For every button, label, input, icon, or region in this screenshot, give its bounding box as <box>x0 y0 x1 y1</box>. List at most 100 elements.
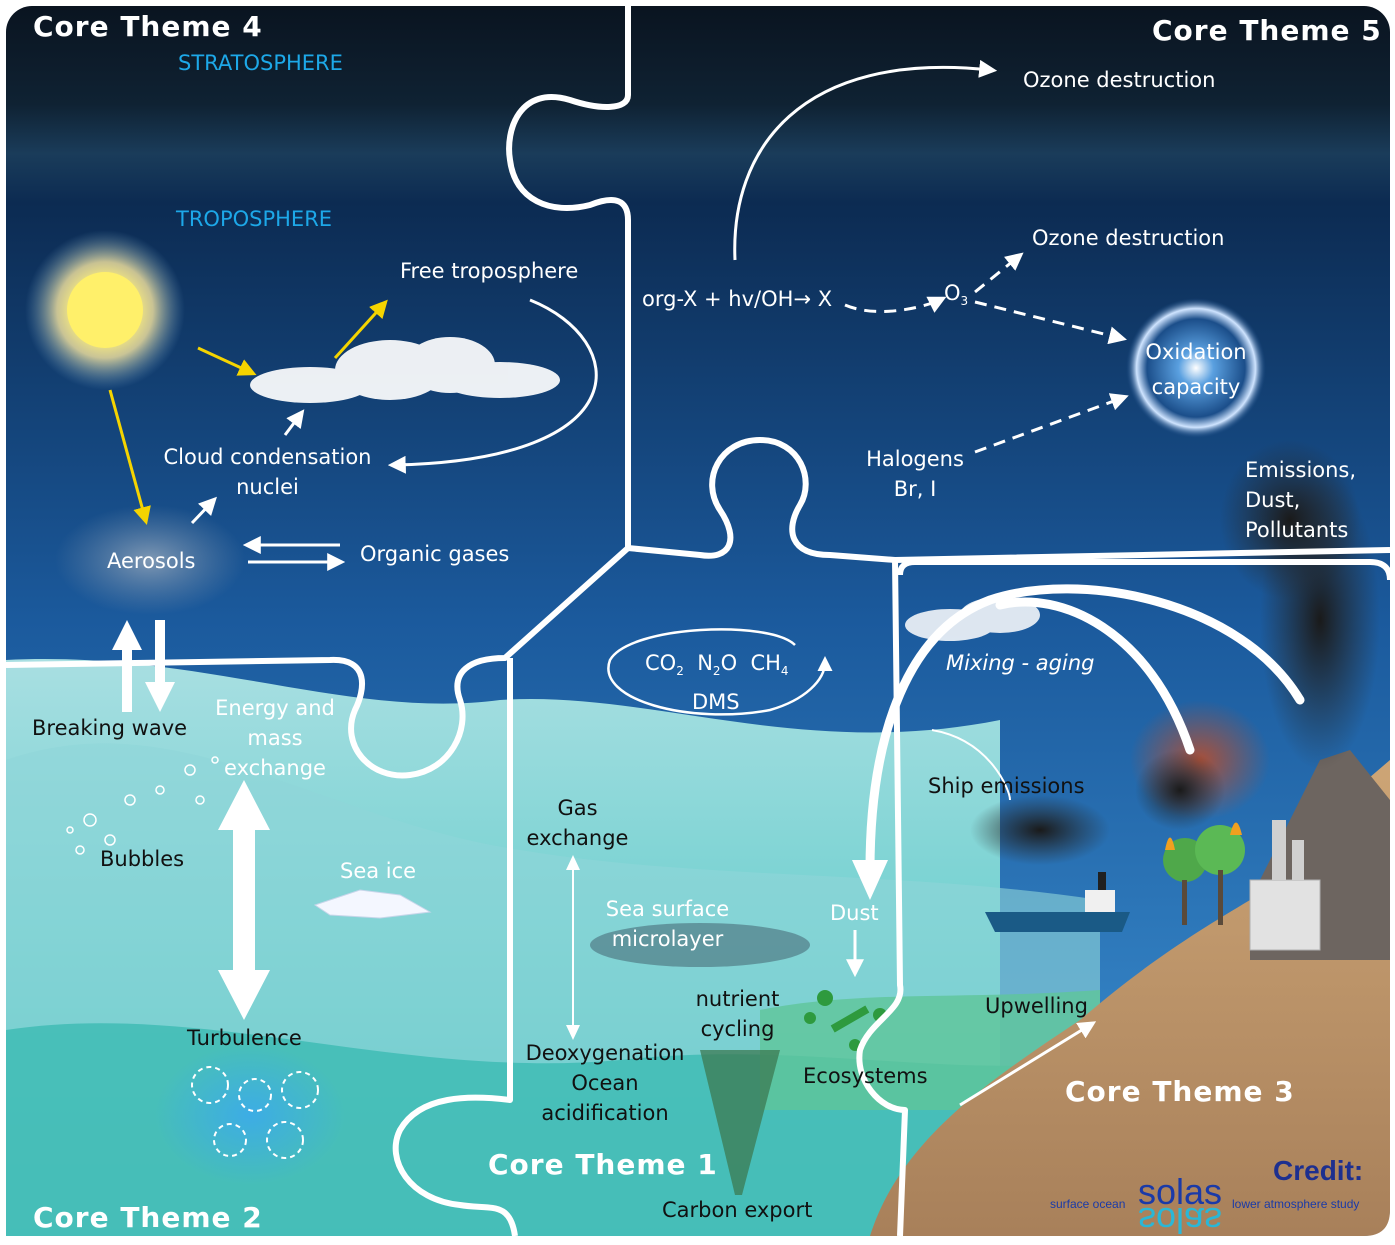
stratosphere-label: STRATOSPHERE <box>178 51 343 75</box>
energy-exchange-label: Energy and mass exchange <box>205 693 345 783</box>
chimney-2 <box>1292 840 1304 880</box>
oxidation-capacity-label: Oxidation capacity <box>1126 335 1266 405</box>
o3-label: O3 <box>944 278 968 316</box>
energy-line-3: exchange <box>224 756 326 780</box>
mixing-aging-label: Mixing - aging <box>946 651 1095 675</box>
troposphere-label: TROPOSPHERE <box>176 207 333 231</box>
turbulence-swirls <box>191 1066 319 1159</box>
microlayer-line-1: Sea surface <box>605 897 730 921</box>
core-theme-3-label: Core Theme 3 <box>1065 1075 1295 1108</box>
credit-title: Credit: <box>1273 1155 1364 1186</box>
nutrient-cycling-label: nutrient cycling <box>690 984 785 1044</box>
emissions-line-1: Emissions, <box>1245 458 1357 482</box>
halogens-line-1: Halogens <box>866 447 964 471</box>
gases-formula-label: CO2 N2O CH4 <box>645 648 789 686</box>
dust-label: Dust <box>830 901 879 925</box>
core-theme-1-label: Core Theme 1 <box>488 1148 718 1181</box>
ship-deck <box>1085 890 1115 912</box>
co2-text: CO <box>645 651 677 675</box>
ch4-sub: 4 <box>780 664 789 679</box>
aerosols-label: Aerosols <box>107 549 196 573</box>
core-theme-2-label: Core Theme 2 <box>33 1201 263 1234</box>
turbulence-glow <box>155 1045 345 1185</box>
microlayer-line-2: microlayer <box>611 927 724 951</box>
emissions-line-3: Pollutants <box>1245 518 1349 542</box>
ccn-line-1: Cloud condensation <box>163 445 372 469</box>
cloud <box>250 337 560 403</box>
oxidation-glow <box>1126 298 1266 438</box>
down-arrow <box>145 620 175 712</box>
sun-rays <box>108 299 388 525</box>
nutrient-line-2: cycling <box>700 1017 775 1041</box>
n2o-text-a: N <box>697 651 713 675</box>
o3-main: O <box>944 281 961 305</box>
puzzle-outlines <box>5 6 1393 1237</box>
ozone-destruction-mid-label: Ozone destruction <box>1032 226 1225 250</box>
carbon-export-arrow <box>700 1050 780 1195</box>
gas-cycle <box>607 628 833 716</box>
microlayer-label: Sea surface microlayer <box>595 894 740 954</box>
plankton <box>804 990 887 1051</box>
sun-core <box>67 272 143 348</box>
land <box>870 760 1390 1236</box>
gas-exchange-line-1: Gas <box>557 796 598 820</box>
ccn-label: Cloud condensation nuclei <box>160 442 375 502</box>
ccn-line-2: nuclei <box>236 475 299 499</box>
deox-line-2: Ocean <box>571 1071 639 1095</box>
tree-trunk-2 <box>1218 870 1223 925</box>
tree-trunk-1 <box>1182 880 1187 925</box>
sea-ice <box>313 889 432 919</box>
ch4-text: CH <box>750 651 781 675</box>
factory <box>1249 879 1321 951</box>
co2-sub: 2 <box>676 664 684 679</box>
org-x-label: org-X + hv/OH→ X <box>642 287 833 311</box>
ship-emissions-label: Ship emissions <box>928 774 1085 798</box>
deox-line-3: acidification <box>541 1101 669 1125</box>
nutrient-line-1: nutrient <box>695 987 780 1011</box>
tree-2 <box>1195 825 1245 875</box>
organic-gases-label: Organic gases <box>360 542 510 566</box>
upwelling-label: Upwelling <box>985 994 1088 1018</box>
n2o-text-b: O <box>720 651 738 675</box>
chimney-1 <box>1272 820 1286 880</box>
microlayer-patch <box>590 923 810 967</box>
solas-left-text: surface ocean <box>1050 1197 1126 1211</box>
oxidation-line-1: Oxidation <box>1145 340 1247 364</box>
ship-funnel <box>1098 872 1106 890</box>
ship-hull <box>985 912 1130 932</box>
solas-logo-reflection: solas <box>1138 1200 1223 1241</box>
core-theme-4-label: Core Theme 4 <box>33 10 263 43</box>
emissions-label: Emissions, Dust, Pollutants <box>1245 455 1356 545</box>
ship-smoke <box>970 795 1110 865</box>
fire-1 <box>1165 837 1175 850</box>
oxidation-line-2: capacity <box>1151 375 1241 399</box>
sea-ice-label: Sea ice <box>340 859 417 883</box>
dms-label: DMS <box>692 690 740 714</box>
white-arrows <box>190 59 1097 1107</box>
gas-exchange-line-2: exchange <box>526 826 629 850</box>
fire-2 <box>1230 822 1242 835</box>
free-troposphere-label: Free troposphere <box>400 259 579 283</box>
energy-exchange-arrow <box>218 780 270 1020</box>
halogens-label: Halogens Br, I <box>855 444 975 504</box>
mixing-arrows <box>865 584 1305 875</box>
up-arrow <box>112 620 142 712</box>
deox-line-1: Deoxygenation <box>525 1041 685 1065</box>
o3-sub: 3 <box>960 294 969 309</box>
deoxygenation-label: Deoxygenation Ocean acidification <box>520 1038 690 1128</box>
breaking-wave-label: Breaking wave <box>32 716 188 740</box>
solas-right-text: lower atmosphere study <box>1232 1197 1360 1211</box>
energy-line-2: mass <box>247 726 303 750</box>
bubbles <box>66 756 219 855</box>
carbon-export-label: Carbon export <box>662 1198 813 1222</box>
mixing-arrowhead <box>852 860 888 900</box>
ozone-destruction-top-label: Ozone destruction <box>1023 68 1216 92</box>
turbulence-label: Turbulence <box>187 1026 302 1050</box>
core-theme-5-label: Core Theme 5 <box>1152 14 1382 47</box>
fire-smoke-dark <box>1135 750 1225 830</box>
halogens-line-2: Br, I <box>893 477 937 501</box>
ecosystems-label: Ecosystems <box>803 1064 928 1088</box>
n2o-sub: 2 <box>712 664 721 679</box>
